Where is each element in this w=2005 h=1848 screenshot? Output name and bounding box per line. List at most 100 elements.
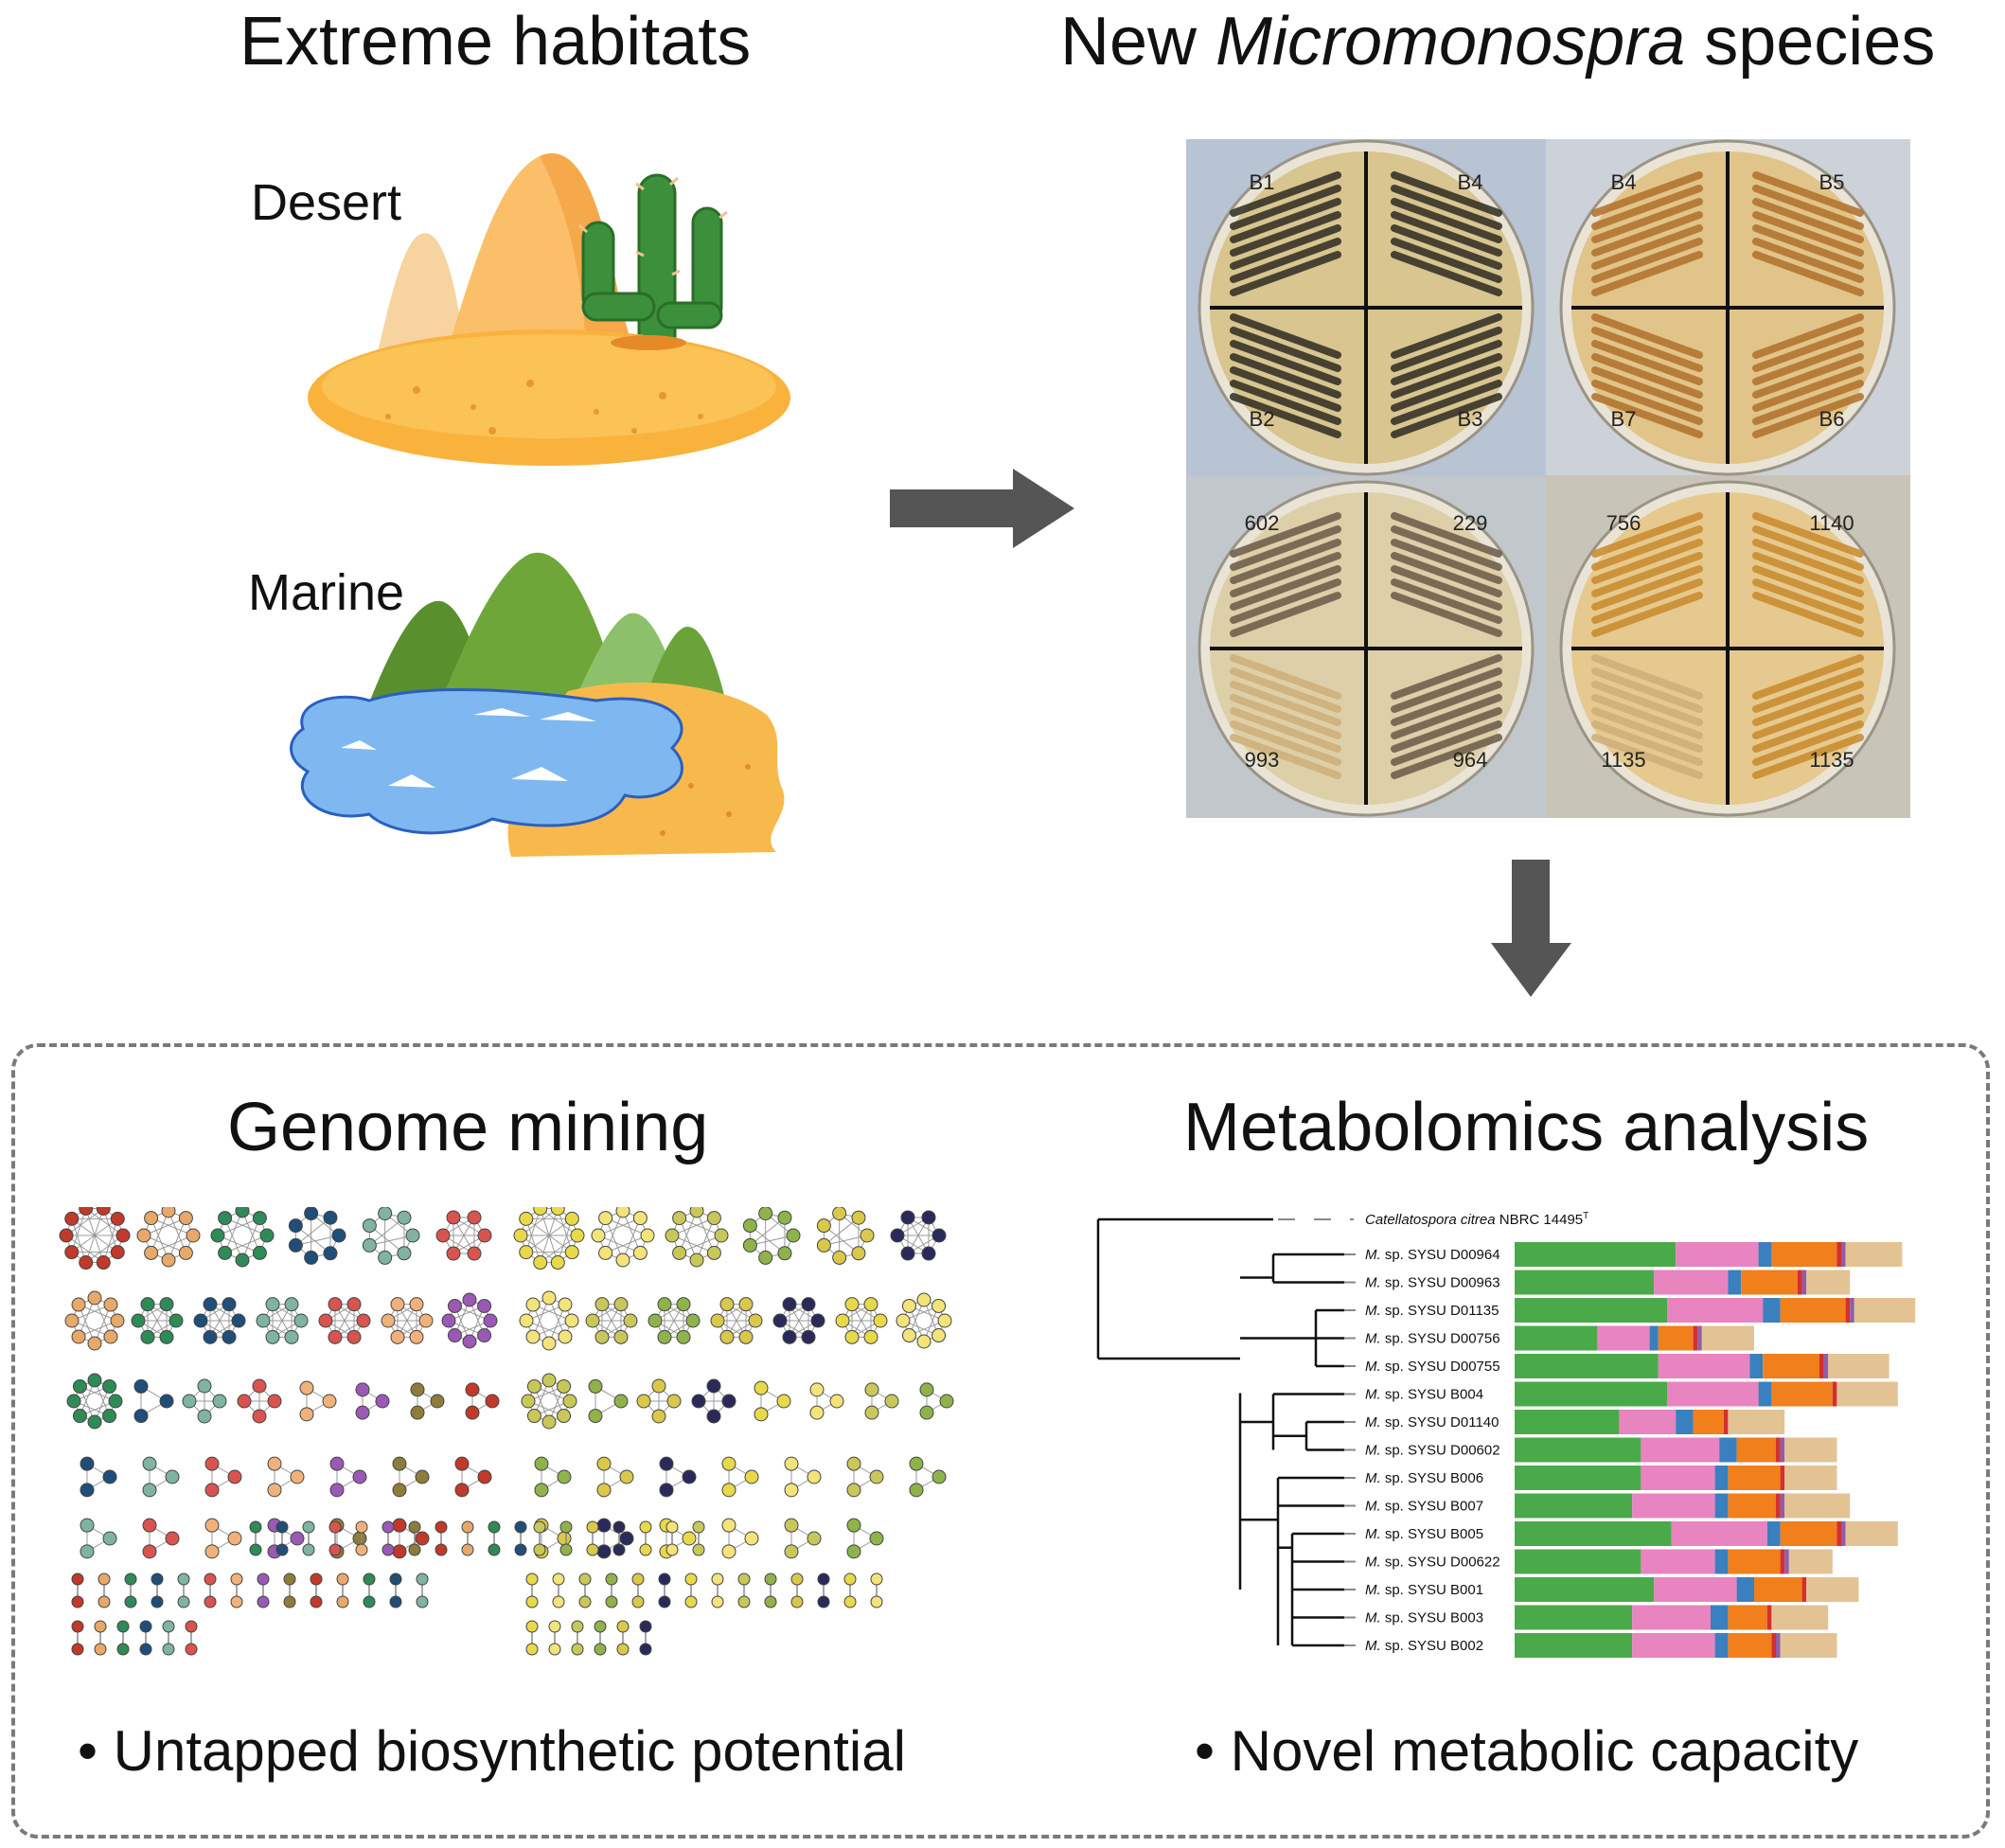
- bullet-novel-capacity: • Novel metabolic capacity: [1195, 1719, 1859, 1783]
- composition-segment: [1823, 1354, 1829, 1378]
- title-genus: Micromonospra: [1215, 4, 1686, 80]
- plate-label: 1135: [1809, 748, 1854, 772]
- composition-segment: [1749, 1354, 1764, 1378]
- composition-segment: [1632, 1493, 1715, 1519]
- bgc-network-cluster: [919, 1382, 954, 1420]
- composition-segment: [1776, 1493, 1781, 1519]
- composition-segment: [1763, 1298, 1781, 1323]
- bgc-network-cluster: [909, 1456, 947, 1498]
- bgc-network-cluster: [299, 1380, 337, 1422]
- bgc-network-cluster: [721, 1518, 759, 1559]
- bgc-network-cluster: [210, 1207, 275, 1268]
- bgc-pair: [355, 1520, 368, 1556]
- composition-segment: [1728, 1493, 1776, 1519]
- composition-segment: [1754, 1577, 1802, 1602]
- bgc-pair: [116, 1620, 130, 1656]
- tree-leaf-label: M. sp. SYSU D01135: [1365, 1303, 1499, 1319]
- bgc-network-cluster: [521, 1373, 577, 1430]
- bgc-pair: [616, 1620, 630, 1656]
- composition-segment: [1758, 1381, 1772, 1407]
- bgc-network-cluster: [392, 1456, 430, 1498]
- bgc-pair: [461, 1520, 474, 1556]
- composition-segment: [1714, 1549, 1729, 1574]
- tree-leaf-label: M. sp. SYSU B003: [1365, 1610, 1483, 1626]
- bgc-network-cluster: [142, 1456, 180, 1498]
- bgc-pair: [586, 1520, 599, 1556]
- composition-segment: [1515, 1325, 1598, 1351]
- bgc-pair: [612, 1520, 626, 1556]
- composition-segment: [1728, 1410, 1785, 1434]
- bgc-network-cluster: [742, 1207, 801, 1265]
- tree-leaf-label: M. sp. SYSU D00602: [1365, 1443, 1500, 1459]
- bgc-pair: [578, 1573, 592, 1608]
- bgc-pair: [639, 1620, 652, 1656]
- plate-label: 1140: [1809, 511, 1854, 535]
- bgc-pair: [631, 1573, 645, 1608]
- bgc-pair: [559, 1520, 573, 1556]
- network-panel-right: [513, 1207, 954, 1656]
- bgc-network-cluster: [362, 1207, 420, 1265]
- bgc-network-cluster: [809, 1382, 844, 1420]
- bgc-pair: [389, 1573, 402, 1608]
- bgc-pair: [162, 1620, 175, 1656]
- bgc-pair: [571, 1620, 584, 1656]
- tree-leaf-label: M. sp. SYSU D00755: [1365, 1359, 1500, 1375]
- bgc-pair: [249, 1520, 262, 1556]
- composition-segment: [1714, 1466, 1729, 1490]
- composition-segment: [1771, 1242, 1837, 1267]
- composition-segment: [1515, 1493, 1633, 1519]
- composition-segment: [1841, 1521, 1846, 1546]
- bgc-pair: [124, 1573, 137, 1608]
- composition-segment: [1828, 1354, 1890, 1378]
- bgc-network-cluster: [659, 1456, 697, 1498]
- composition-segment: [1854, 1298, 1916, 1323]
- composition-segment: [1806, 1270, 1851, 1295]
- title-new-species: New Micromonospra species: [1060, 3, 1935, 80]
- composition-segment: [1654, 1270, 1729, 1295]
- bgc-pair: [139, 1620, 152, 1656]
- bgc-pair: [283, 1573, 296, 1608]
- composition-segment: [1728, 1270, 1742, 1295]
- bgc-pair: [230, 1573, 243, 1608]
- composition-segment: [1714, 1633, 1729, 1658]
- composition-segment: [1697, 1325, 1702, 1351]
- composition-segment: [1836, 1521, 1841, 1546]
- composition-segment: [1676, 1242, 1759, 1267]
- composition-segment: [1836, 1381, 1898, 1407]
- composition-segment: [1766, 1605, 1772, 1630]
- bgc-network-cluster: [784, 1456, 822, 1498]
- composition-segment: [1736, 1437, 1776, 1463]
- composition-segment: [1780, 1633, 1837, 1658]
- composition-segment: [1850, 1298, 1854, 1323]
- tree-leaf-label: M. sp. SYSU D00622: [1365, 1555, 1500, 1571]
- label-marine: Marine: [248, 564, 405, 621]
- plate-label: 993: [1245, 748, 1280, 772]
- bgc-network-cluster: [846, 1518, 884, 1559]
- bgc-network-cluster: [435, 1210, 492, 1261]
- bgc-network-cluster: [329, 1456, 367, 1498]
- desert-illustration: [308, 153, 790, 466]
- composition-segment: [1780, 1466, 1785, 1490]
- title-extreme-habitats: Extreme habitats: [240, 4, 752, 80]
- bgc-pair: [548, 1620, 561, 1656]
- composition-segment: [1515, 1242, 1677, 1267]
- composition-segment: [1776, 1437, 1781, 1463]
- tree-leaf-label: M. sp. SYSU D00963: [1365, 1275, 1500, 1291]
- composition-segment: [1728, 1633, 1772, 1658]
- bgc-network-cluster: [772, 1297, 825, 1344]
- plate-label: B7: [1611, 407, 1637, 431]
- composition-segment: [1632, 1633, 1715, 1658]
- plate-label: 1135: [1601, 748, 1645, 772]
- composition-segment: [1780, 1521, 1837, 1546]
- down-arrow: [1491, 860, 1571, 997]
- bgc-pair: [204, 1573, 217, 1608]
- bgc-pair: [275, 1520, 289, 1556]
- analysis-panel: [11, 1043, 1990, 1839]
- composition-segment: [1515, 1410, 1620, 1434]
- composition-segment: [1758, 1242, 1772, 1267]
- bgc-pair: [98, 1573, 111, 1608]
- bgc-pair: [185, 1620, 198, 1656]
- composition-segment: [1676, 1410, 1694, 1434]
- composition-segment: [1515, 1466, 1641, 1490]
